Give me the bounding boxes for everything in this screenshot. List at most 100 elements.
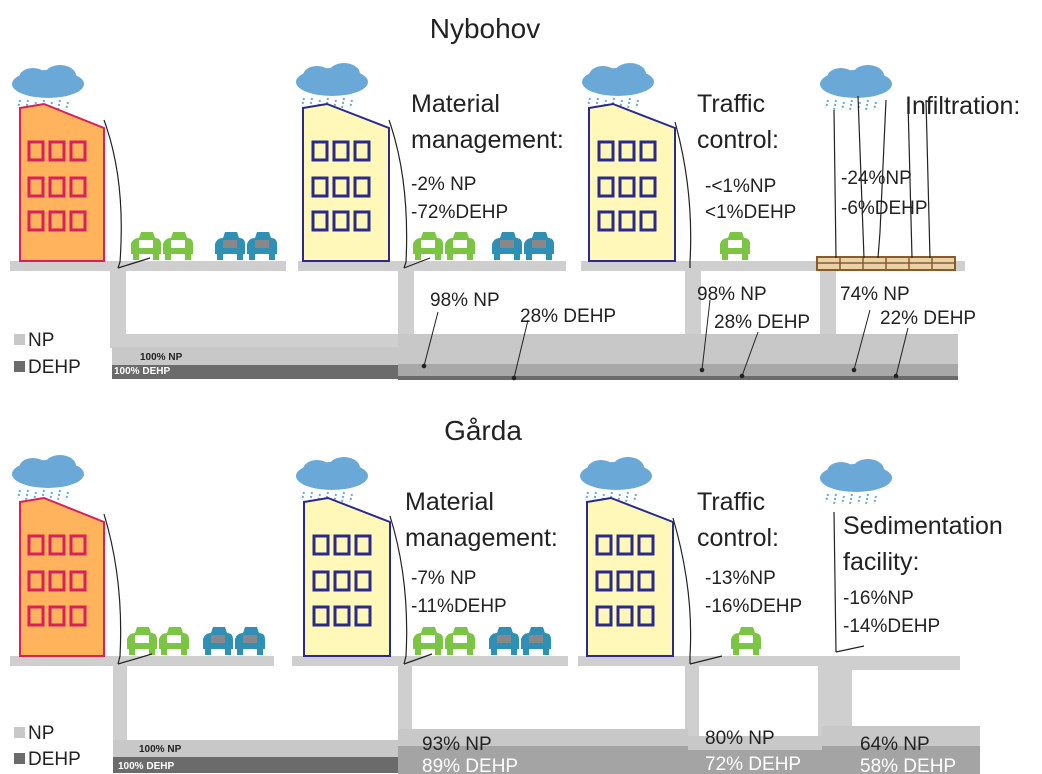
dehp-legend-label: DEHP [28, 357, 81, 378]
pipe-drop [110, 268, 126, 334]
garda-panel: Gårda 100% NP 100% DEHP NP DEHP [10, 415, 1003, 774]
material-heading: Material [411, 90, 500, 118]
cloud-rain-icon [820, 459, 892, 505]
car-icon [159, 627, 189, 655]
garda-runoff-lines [103, 511, 865, 665]
sedimentation-heading: facility: [843, 548, 919, 576]
material-heading: Material [405, 488, 494, 516]
baseline-np-label: 100% NP [140, 352, 183, 363]
runoff-line [833, 109, 837, 259]
building-icon [19, 496, 105, 657]
np-band [822, 726, 980, 746]
material-np-after: 93% NP [422, 734, 492, 755]
car-icon [247, 232, 277, 260]
cloud-rain-icon [580, 457, 652, 503]
traffic-dehp-change: -16%DEHP [705, 596, 802, 617]
dehp-band [822, 746, 980, 774]
sedimentation-np-after: 64% NP [860, 734, 930, 755]
building-icon [302, 102, 390, 262]
car-icon [720, 232, 750, 260]
infiltration-np-change: -24%NP [841, 168, 912, 189]
cloud-rain-icon [820, 65, 892, 111]
pipe-drop [685, 664, 699, 744]
car-icon [731, 627, 761, 655]
garda-ground [10, 656, 960, 670]
garda-title: Gårda [444, 415, 522, 446]
np-band [398, 364, 958, 376]
nybohov-ground [10, 261, 965, 271]
nybohov-flow-bands: 100% NP 100% DEHP [112, 334, 958, 380]
sedimentation-dehp-change: -14%DEHP [843, 616, 940, 637]
traffic-heading: Traffic [697, 90, 765, 118]
car-icon [492, 232, 522, 260]
dehp-band [398, 376, 958, 380]
runoff-line [672, 517, 692, 664]
pipe-drop [820, 268, 836, 338]
dehp-legend-swatch [14, 753, 25, 764]
building-icon [19, 102, 105, 262]
sedimentation-np-change: -16%NP [843, 588, 914, 609]
runoff-line [403, 653, 433, 665]
ground-strip [578, 656, 820, 666]
car-icon [521, 627, 551, 655]
material-dehp-after: 28% DEHP [520, 306, 616, 327]
baseline-np-label: 100% NP [139, 744, 182, 755]
nybohov-runoff-lines [103, 95, 931, 269]
car-icon [445, 627, 475, 655]
cloud-rain-icon [12, 455, 84, 501]
traffic-np-change: -13%NP [705, 568, 776, 589]
ground-strip [581, 261, 965, 271]
runoff-line [674, 121, 692, 268]
material-dehp-change: -11%DEHP [411, 596, 507, 617]
car-icon [445, 232, 475, 260]
runoff-line [925, 99, 931, 259]
garda-flow-bands: 100% NP 100% DEHP [113, 726, 980, 774]
ground-strip [298, 261, 566, 271]
infiltration-np-after: 74% NP [840, 284, 910, 305]
cloud-rain-icon [582, 63, 654, 109]
np-band [398, 334, 958, 364]
nybohov-leader-lines [421, 299, 909, 381]
cloud-rain-icon [296, 457, 368, 503]
material-heading: management: [411, 126, 564, 154]
nybohov-panel: Nybohov 100% NP 100% DEHP NP DEHP [10, 13, 1020, 381]
nybohov-title: Nybohov [430, 13, 541, 44]
building-icon [588, 102, 676, 262]
building-icon [303, 496, 391, 657]
runoff-line [907, 101, 913, 259]
np-band [688, 736, 822, 750]
car-icon [235, 627, 265, 655]
car-icon [203, 627, 233, 655]
runoff-line [103, 513, 122, 665]
np-band [112, 347, 398, 365]
runoff-line [857, 95, 865, 259]
traffic-dehp-after: 28% DEHP [714, 312, 810, 333]
traffic-heading: control: [697, 126, 779, 154]
infiltration-dehp-change: -6%DEHP [841, 198, 928, 219]
ground-strip [10, 261, 286, 271]
cloud-rain-icon [12, 65, 84, 111]
ground-strip [292, 656, 568, 666]
traffic-heading: Traffic [697, 488, 765, 516]
sedimentation-heading: Sedimentation [843, 512, 1003, 540]
dehp-band [113, 757, 398, 773]
np-band [113, 740, 398, 757]
traffic-dehp-change: <1%DEHP [705, 202, 796, 223]
building-icon [586, 496, 674, 657]
baseline-dehp-label: 100% DEHP [118, 761, 174, 772]
np-legend-swatch [14, 334, 25, 345]
permeable-paving-icon [816, 256, 956, 271]
runoff-line [833, 511, 837, 653]
material-np-change: -2% NP [411, 174, 476, 195]
dehp-band [688, 750, 822, 774]
pipe-horizontal [110, 334, 400, 348]
np-band [398, 729, 688, 746]
car-icon [524, 232, 554, 260]
runoff-line [103, 119, 122, 269]
dehp-band [112, 365, 398, 379]
dehp-legend-label: DEHP [28, 749, 81, 770]
car-icon [413, 232, 443, 260]
runoff-line [388, 119, 408, 269]
runoff-line [389, 515, 408, 665]
